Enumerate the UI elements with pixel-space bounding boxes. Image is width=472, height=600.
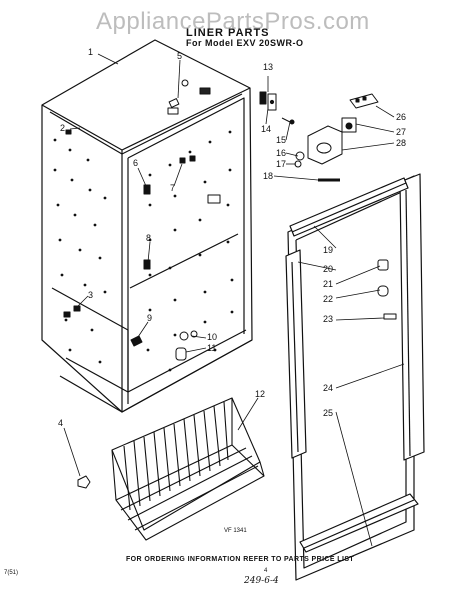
- figure-code: VF 1341: [224, 528, 247, 534]
- callout-20: 20: [323, 264, 334, 274]
- page-title: LINER PARTS: [186, 27, 270, 39]
- callout-16: 16: [276, 148, 287, 158]
- door-liner: [285, 173, 425, 581]
- callout-1: 1: [88, 47, 94, 57]
- cabinet-liner: [41, 39, 253, 413]
- callout-24: 24: [323, 383, 334, 393]
- control-parts: [259, 91, 379, 182]
- callout-13: 13: [263, 62, 274, 72]
- callout-5: 5: [177, 51, 183, 61]
- callout-7: 7: [170, 183, 176, 193]
- liner-dots: [53, 130, 234, 372]
- page-number: 4: [264, 568, 268, 574]
- callout-2: 2: [60, 123, 66, 133]
- callout-27: 27: [396, 127, 407, 137]
- callout-8: 8: [146, 233, 152, 243]
- callout-6: 6: [133, 158, 139, 168]
- corner-code: 7(51): [4, 570, 19, 576]
- callout-17: 17: [276, 159, 287, 169]
- callout-10: 10: [207, 332, 218, 342]
- callout-22: 22: [323, 294, 334, 304]
- callout-11: 11: [207, 343, 217, 353]
- callout-9: 9: [147, 313, 153, 323]
- callout-19: 19: [323, 245, 334, 255]
- liner-clip-parts: [63, 79, 221, 489]
- callout-12: 12: [255, 389, 266, 399]
- watermark-text: AppliancePartsPros.com: [96, 8, 370, 35]
- callout-3: 3: [88, 290, 94, 300]
- callout-14: 14: [261, 124, 272, 134]
- callout-23: 23: [323, 314, 334, 324]
- door-shelf-clips: [377, 259, 397, 320]
- callout-15: 15: [276, 135, 287, 145]
- callout-18: 18: [263, 171, 274, 181]
- callout-21: 21: [323, 279, 334, 289]
- leader-lines: [63, 53, 405, 547]
- wire-basket: [111, 397, 265, 541]
- callout-26: 26: [396, 112, 407, 122]
- footer-note: FOR ORDERING INFORMATION REFER TO PARTS …: [126, 556, 355, 563]
- callout-28: 28: [396, 138, 407, 148]
- model-subtitle: For Model EXV 20SWR-O: [186, 38, 304, 48]
- handwritten-note: 249-6-4: [244, 576, 279, 586]
- callout-25: 25: [323, 408, 334, 418]
- callout-4: 4: [58, 418, 64, 428]
